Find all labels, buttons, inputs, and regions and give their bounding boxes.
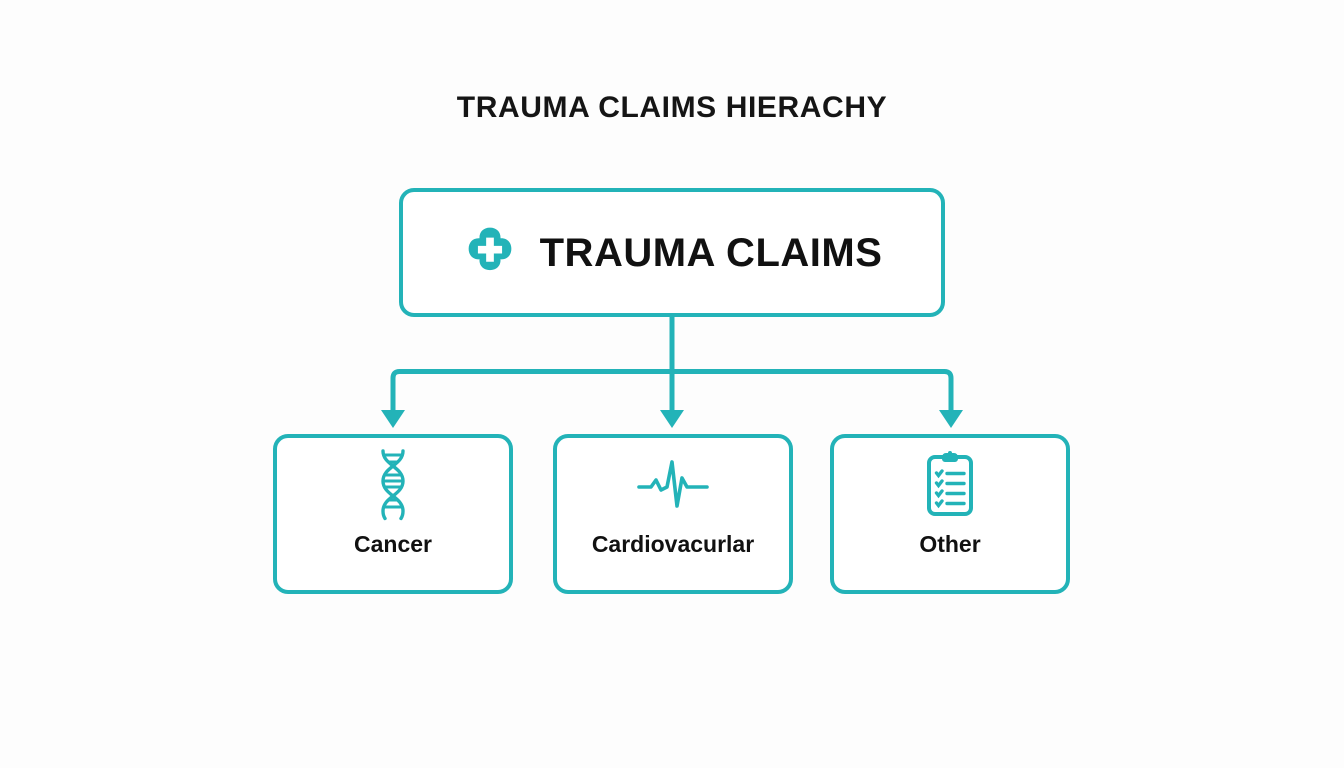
child-node-label-cardiovascular: Cardiovacurlar: [591, 531, 755, 557]
child-icon-container-cancer: [277, 438, 509, 530]
child-node-cancer[interactable]: Cancer: [273, 434, 513, 594]
arrowhead-center-icon: [660, 410, 684, 428]
root-node-trauma-claims[interactable]: TRAUMA CLAIMS: [399, 188, 945, 317]
dna-helix-icon: [381, 449, 405, 521]
root-node-label: TRAUMA CLAIMS: [539, 230, 883, 275]
connector-bus: [390, 369, 954, 388]
page-title: TRAUMA CLAIMS HIERACHY: [456, 91, 888, 124]
heartbeat-pulse-icon: [637, 460, 709, 508]
child-node-cardiovascular[interactable]: Cardiovacurlar: [553, 434, 793, 594]
child-icon-container-cardiovascular: [557, 438, 789, 530]
clipboard-checklist-icon: [927, 451, 973, 516]
medical-cross-icon: [468, 227, 511, 270]
child-node-label-other: Other: [919, 531, 981, 557]
arrowhead-right-icon: [939, 410, 963, 428]
child-node-other[interactable]: Other: [830, 434, 1070, 594]
arrowhead-left-icon: [381, 410, 405, 428]
child-icon-container-other: [834, 438, 1066, 530]
child-node-label-cancer: Cancer: [354, 531, 432, 557]
